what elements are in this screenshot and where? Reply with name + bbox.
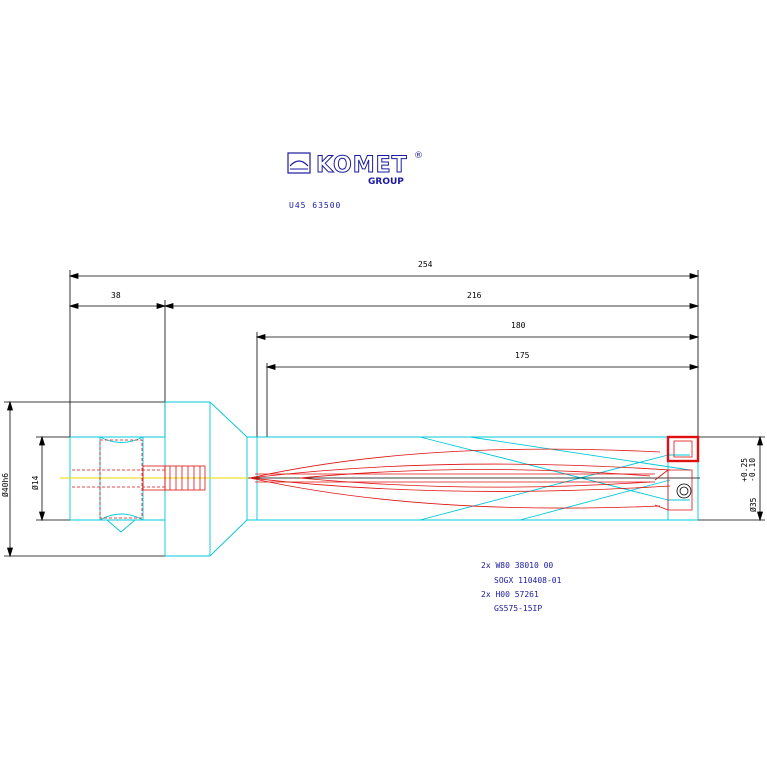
komet-logo-mark-icon bbox=[287, 152, 311, 174]
dim-bore-diameter bbox=[38, 435, 46, 522]
dim-drill-depth-label: 175 bbox=[515, 351, 530, 360]
dim-total-length-label: 254 bbox=[418, 260, 433, 269]
dim-flute-length bbox=[255, 333, 700, 341]
parts-list-item: GS575-15IP bbox=[494, 604, 542, 613]
komet-group-text: GROUP bbox=[368, 177, 404, 187]
dim-shank-diameter bbox=[6, 400, 14, 558]
dim-bore-diameter-label: Ø14 bbox=[30, 475, 40, 490]
dim-flute-length-label: 180 bbox=[511, 321, 526, 330]
dim-tolerance-upper: +0.25 bbox=[740, 458, 749, 482]
dim-cutting-diameter bbox=[756, 435, 764, 522]
dimension-lines bbox=[4, 270, 765, 558]
part-number: U45 63500 bbox=[289, 201, 341, 210]
cutting-insert-top bbox=[666, 435, 700, 463]
coolant-and-screw bbox=[72, 439, 671, 519]
tool-outline bbox=[69, 401, 699, 557]
komet-logo-text: KOMET bbox=[316, 153, 408, 178]
dim-total-length bbox=[68, 272, 700, 280]
dim-body-length bbox=[163, 302, 700, 310]
komet-logo: KOMET ® GROUP bbox=[287, 151, 423, 187]
parts-list-item: 2x W80 38010 00 bbox=[481, 561, 553, 570]
parts-list: 2x W80 38010 00 SOGX 110408-01 2x H00 57… bbox=[481, 561, 562, 613]
parts-list-item: 2x H00 57261 bbox=[481, 590, 539, 599]
clamp-screw bbox=[142, 465, 206, 491]
parts-list-item: SOGX 110408-01 bbox=[494, 576, 562, 585]
dim-tolerance-lower: -0.10 bbox=[748, 458, 757, 482]
cutting-insert-bottom bbox=[654, 469, 693, 511]
dim-body-length-label: 216 bbox=[467, 291, 482, 300]
registered-mark: ® bbox=[414, 151, 423, 161]
dim-shank-length bbox=[68, 302, 167, 310]
dim-cutting-diameter-label: Ø35 bbox=[748, 497, 758, 512]
dim-drill-depth bbox=[265, 363, 700, 371]
dim-shank-length-label: 38 bbox=[111, 291, 121, 300]
dim-shank-diameter-label: Ø40h6 bbox=[0, 473, 10, 497]
